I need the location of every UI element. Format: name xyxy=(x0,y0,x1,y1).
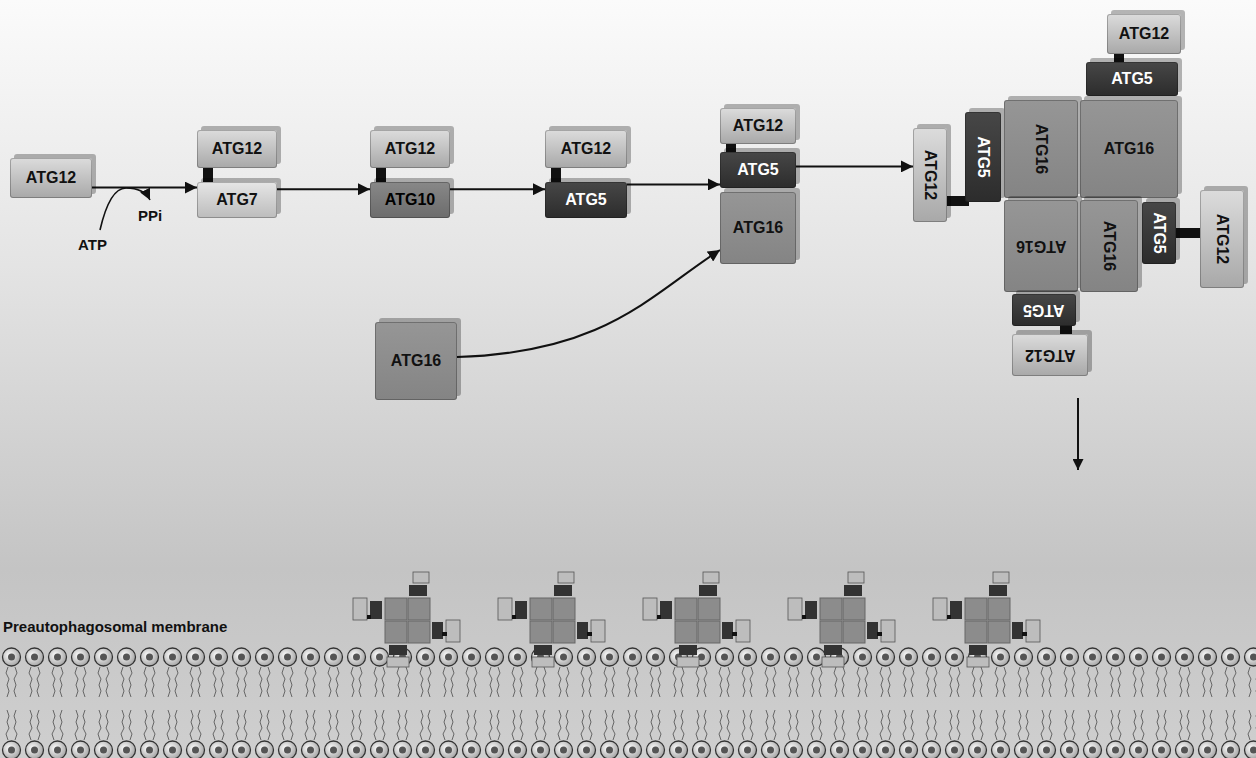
reaction-arrow xyxy=(92,187,197,189)
reaction-arrow xyxy=(277,188,370,190)
protein-block: ATG12 xyxy=(197,130,277,168)
annotation-label: Preautophagosomal membrane xyxy=(3,618,227,635)
protein-name: ATG5 xyxy=(1023,301,1064,319)
protein-name: ATG16 xyxy=(1104,140,1154,158)
protein-block: ATG5 xyxy=(545,182,627,218)
protein-name: ATG5 xyxy=(974,136,992,177)
protein-block: ATG12 xyxy=(913,128,947,222)
protein-block: ATG10 xyxy=(370,182,450,218)
protein-block: ATG5 xyxy=(1012,294,1076,326)
reaction-arrow xyxy=(796,165,913,167)
annotation-label: ATP xyxy=(78,236,107,253)
protein-name: ATG12 xyxy=(561,140,611,158)
protein-name: ATG10 xyxy=(385,191,435,209)
protein-name: ATG5 xyxy=(565,191,606,209)
reaction-arrow xyxy=(627,183,720,185)
protein-block: ATG12 xyxy=(720,108,796,144)
protein-name: ATG12 xyxy=(733,117,783,135)
reaction-arrow xyxy=(450,188,545,190)
protein-block: ATG16 xyxy=(1004,100,1078,198)
protein-block: ATG12 xyxy=(545,130,627,168)
protein-name: ATG12 xyxy=(212,140,262,158)
protein-name: ATG16 xyxy=(1032,124,1050,174)
protein-name: ATG16 xyxy=(391,352,441,370)
protein-block: ATG7 xyxy=(197,182,277,218)
annotation-label: PPi xyxy=(138,207,162,224)
protein-block: ATG12 xyxy=(370,130,450,168)
protein-name: ATG12 xyxy=(1213,214,1231,264)
protein-block: ATG12 xyxy=(1012,334,1088,376)
protein-name: ATG12 xyxy=(921,150,939,200)
protein-name: ATG5 xyxy=(1111,70,1152,88)
protein-block: ATG16 xyxy=(720,192,796,264)
protein-name: ATG12 xyxy=(1119,25,1169,43)
protein-name: ATG12 xyxy=(1025,346,1075,364)
protein-block: ATG5 xyxy=(720,152,796,188)
protein-block: ATG5 xyxy=(1086,62,1178,96)
protein-block: ATG16 xyxy=(375,322,457,400)
reaction-arrow xyxy=(457,250,720,357)
protein-block: ATG12 xyxy=(1107,14,1181,54)
protein-block: ATG16 xyxy=(1080,100,1178,198)
protein-block: ATG5 xyxy=(1142,202,1176,264)
protein-name: ATG16 xyxy=(1016,237,1066,255)
protein-name: ATG12 xyxy=(26,169,76,187)
protein-block: ATG16 xyxy=(1004,200,1078,292)
protein-name: ATG5 xyxy=(1150,212,1168,253)
protein-name: ATG7 xyxy=(216,191,257,209)
protein-block: ATG5 xyxy=(965,112,1001,202)
protein-block: ATG12 xyxy=(1200,190,1244,288)
protein-block: ATG12 xyxy=(10,158,92,198)
protein-name: ATG16 xyxy=(1100,221,1118,271)
protein-block: ATG16 xyxy=(1080,200,1138,292)
protein-name: ATG12 xyxy=(385,140,435,158)
protein-name: ATG5 xyxy=(737,161,778,179)
protein-name: ATG16 xyxy=(733,219,783,237)
